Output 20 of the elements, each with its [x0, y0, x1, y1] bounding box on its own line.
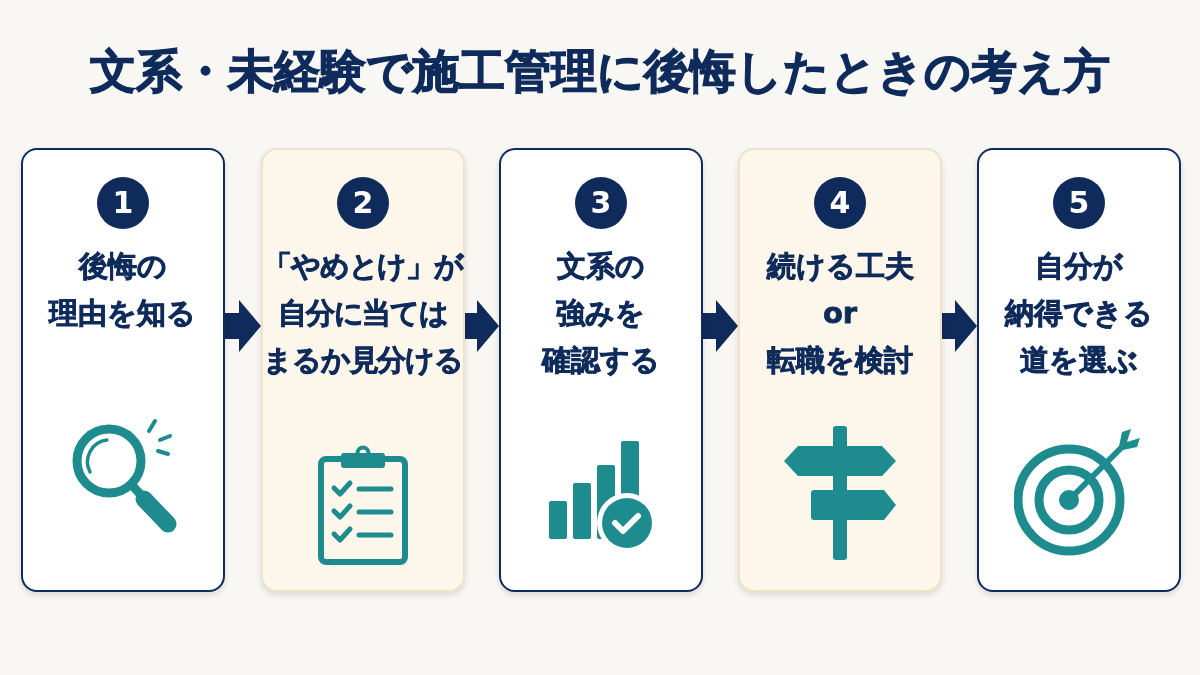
arrow — [703, 300, 738, 352]
arrow — [465, 300, 499, 352]
step-text: 「やめとけ」が自分に当てはまるか見分ける — [263, 248, 463, 379]
step-card — [977, 148, 1181, 592]
step-card — [499, 148, 703, 592]
step-card — [21, 148, 225, 592]
step-number-badge: 2 — [337, 177, 389, 229]
step-number-badge: 5 — [1053, 177, 1105, 229]
step-number-badge: 1 — [97, 177, 149, 229]
step-card — [261, 148, 465, 592]
arrow — [942, 300, 977, 352]
step-text: 続ける工夫 or 転職を検討 — [765, 248, 915, 379]
step-number-badge: 4 — [814, 177, 866, 229]
arrow — [225, 300, 261, 352]
step-text: 自分が納得できる道を選ぶ — [1003, 248, 1154, 379]
step-text: 後悔の理由を知る — [47, 248, 198, 332]
step-card — [738, 148, 942, 592]
step-text: 文系の強みを確認する — [540, 248, 661, 379]
title: 文系・未経験で施工管理に後悔したときの考え方 — [90, 43, 1110, 100]
step-number-badge: 3 — [575, 177, 627, 229]
